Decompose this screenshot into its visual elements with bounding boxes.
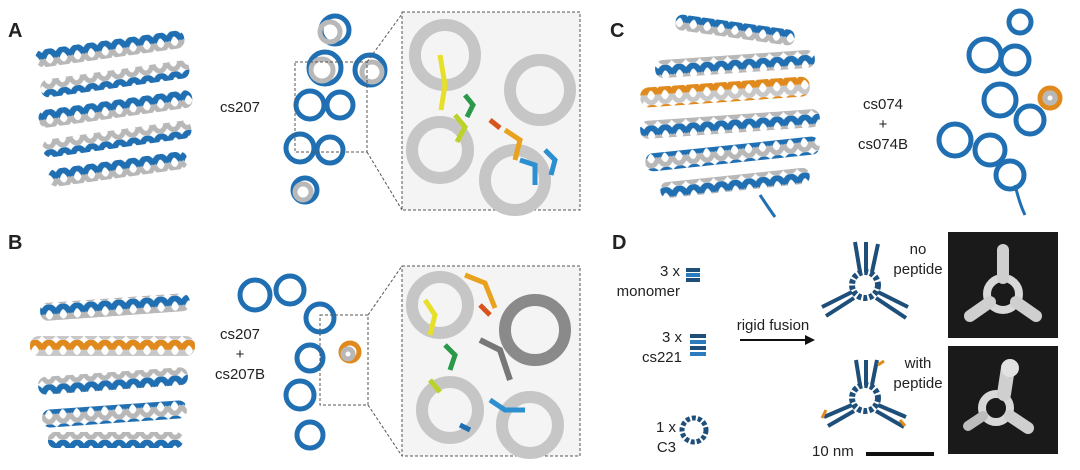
panel-c-top-view <box>936 8 1063 216</box>
with-peptide-label-line1: with <box>904 355 932 372</box>
panel-a-label: cs207 <box>219 99 261 116</box>
panel-d-item3-line1: 1 x <box>655 419 676 436</box>
panel-d-item2-line1: 3 x <box>661 329 682 346</box>
rigid-fusion-label: rigid fusion <box>736 317 810 334</box>
with-peptide-label-line2: peptide <box>893 375 943 392</box>
panel-d-cs221-icon <box>690 334 706 356</box>
panel-c-label-line3: cs074B <box>857 136 909 153</box>
panel-a-top-view <box>283 13 388 205</box>
panel-b-label-line1: cs207 <box>219 326 261 343</box>
no-peptide-label-line1: no <box>909 241 927 258</box>
panel-letter-a: A <box>8 20 23 42</box>
panel-a-zoom-detail <box>406 19 576 216</box>
with-peptide-label: with peptide <box>885 354 951 394</box>
panel-d-item-monomer: 3 x monomer <box>610 262 680 302</box>
panel-d-item-c3: 1 x C3 <box>610 418 676 458</box>
no-peptide-label: no peptide <box>888 240 948 280</box>
no-peptide-label-line2: peptide <box>893 261 943 278</box>
scale-bar <box>866 452 934 456</box>
panel-d-item1-line2: monomer <box>616 283 680 300</box>
em-image-with-peptide <box>948 346 1058 454</box>
panel-a-zoom-box <box>294 61 368 153</box>
panel-letter-d: D <box>612 232 627 254</box>
panel-c-side-view <box>640 14 820 218</box>
scale-bar-label: 10 nm <box>812 443 854 460</box>
rigid-fusion-arrowhead <box>805 335 815 345</box>
panel-b-label-line3: cs207B <box>214 366 266 383</box>
panel-d-item1-line1: 3 x <box>659 263 680 280</box>
panel-d-assembly-with-peptide <box>820 359 907 429</box>
panel-d-monomer-icon <box>686 268 700 282</box>
panel-d-item3-line2: C3 <box>656 439 676 456</box>
panel-b-label-line2: + <box>235 346 245 363</box>
panel-d-item2-line2: cs221 <box>641 349 682 366</box>
panel-b-zoom-detail <box>406 271 571 459</box>
panel-b-top-view <box>237 273 362 451</box>
panel-b-zoom-box <box>319 314 369 406</box>
panel-c-label-line1: cs074 <box>862 96 904 113</box>
panel-b-side-view <box>30 293 195 448</box>
panel-d-item-cs221: 3 x cs221 <box>610 328 682 368</box>
panel-letter-b: B <box>8 232 23 254</box>
panel-letter-c: C <box>610 20 625 42</box>
panel-b-label: cs207 + cs207B <box>205 325 275 385</box>
em-image-no-peptide <box>948 232 1058 338</box>
panel-c-label: cs074 + cs074B <box>843 95 923 155</box>
panel-a-side-view <box>35 30 193 187</box>
panel-c-label-line2: + <box>878 116 888 133</box>
panel-d-assembly-no-peptide <box>821 241 909 320</box>
panel-d-c3-icon <box>679 415 709 445</box>
